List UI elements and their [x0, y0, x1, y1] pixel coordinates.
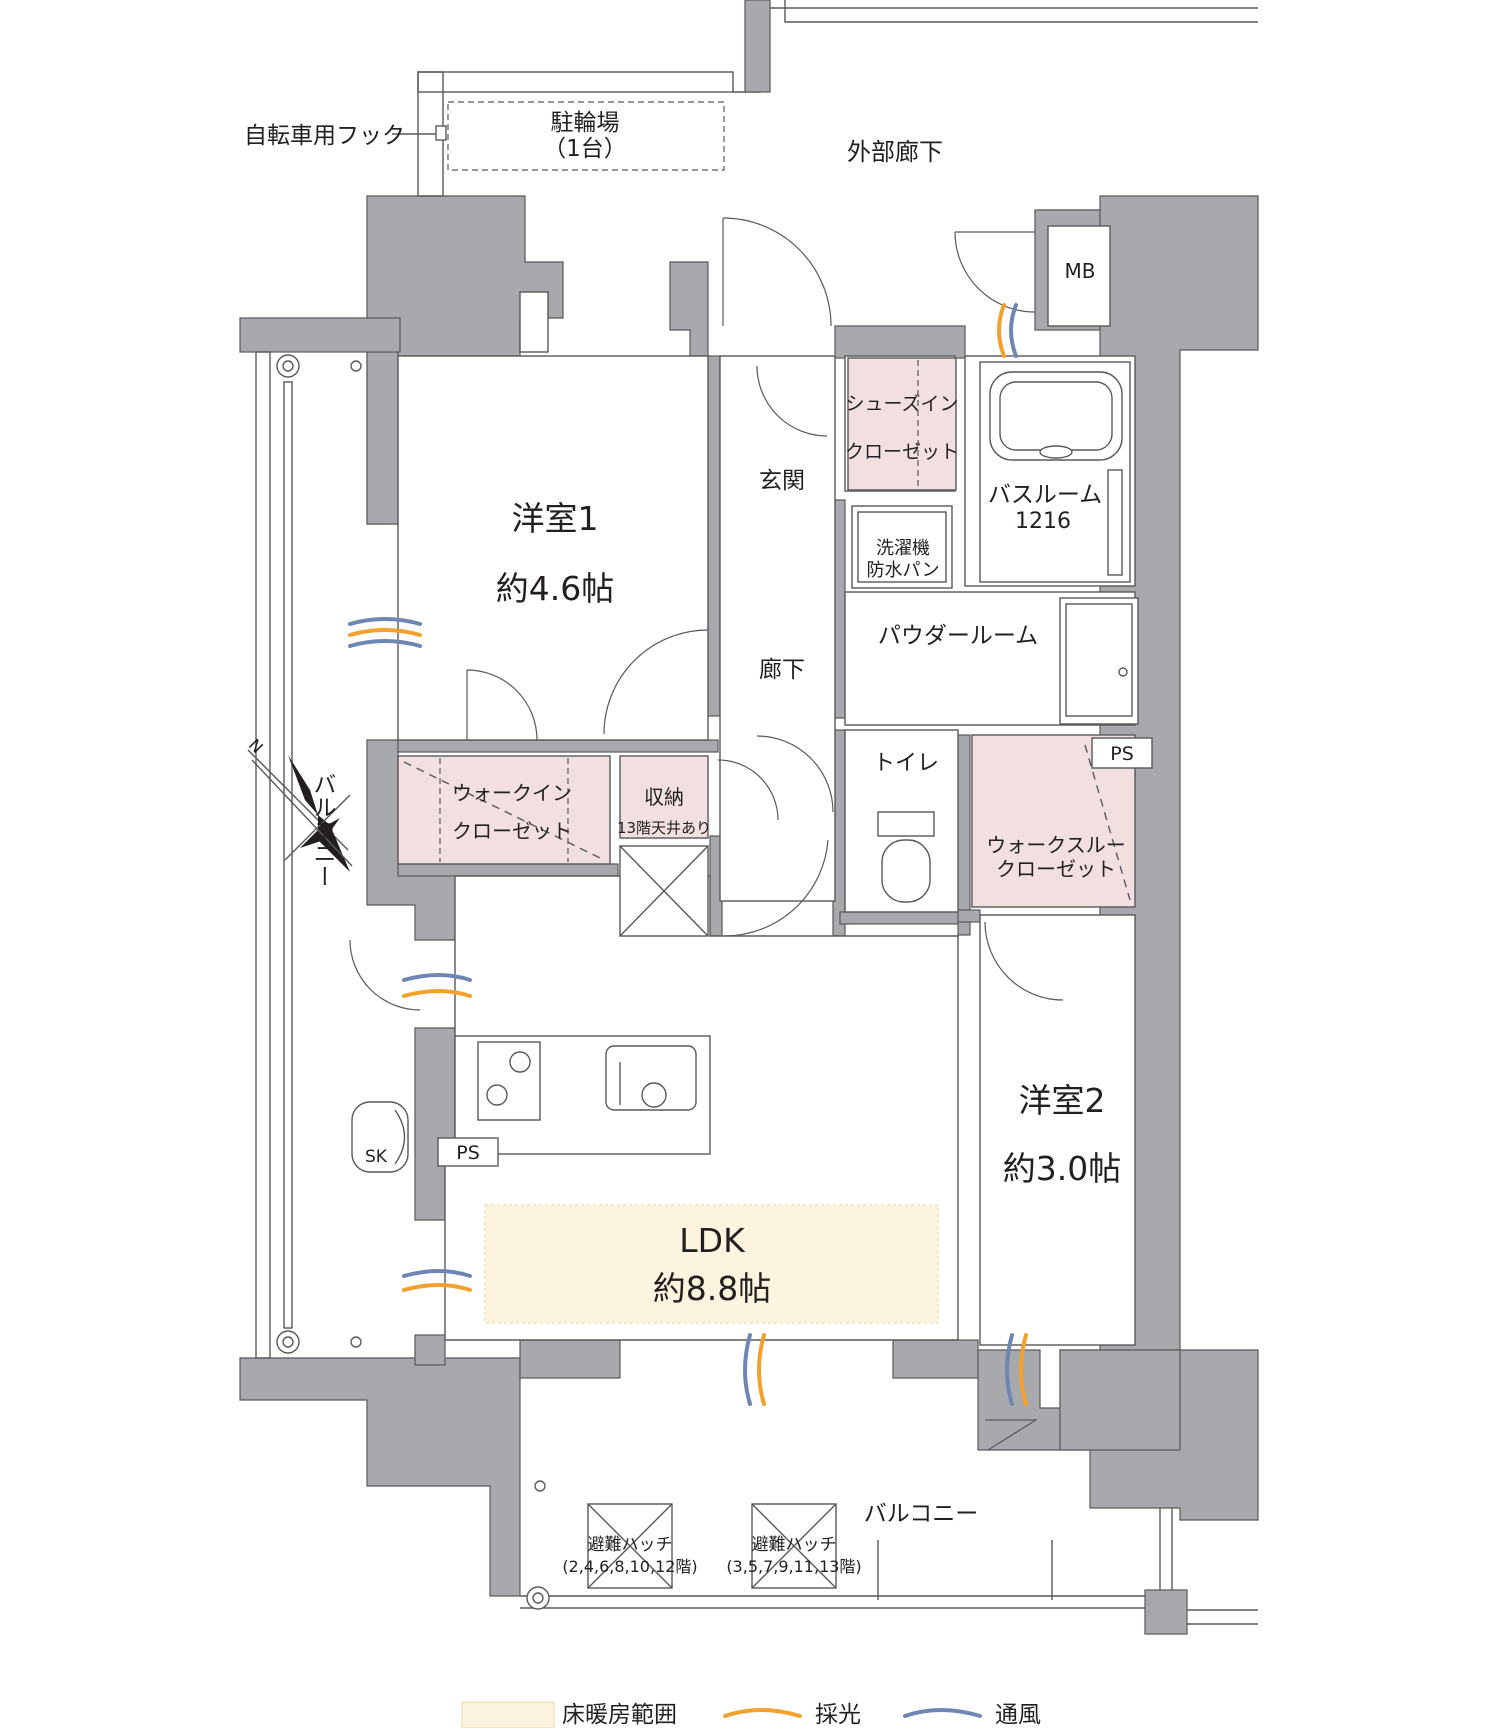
hatch1-name: 避難ハッチ	[588, 1535, 673, 1555]
room1-name: 洋室1	[512, 499, 599, 538]
ps-lower-label: PS	[456, 1142, 480, 1164]
north-label: N	[245, 735, 267, 757]
shoe-closet-label-1: シューズイン	[845, 393, 958, 415]
south-balcony-label: バルコニー	[864, 1501, 979, 1527]
bath-size-label: 1216	[1015, 509, 1071, 534]
walkthrough-label-1: ウォークスルー	[986, 833, 1125, 857]
storage-label: 収納	[644, 785, 684, 809]
legend: 床暖房範囲 採光 通風	[461, 1701, 1041, 1728]
closets	[397, 357, 1136, 908]
room2-size: 約3.0帖	[1003, 1149, 1121, 1188]
hatch2-name: 避難ハッチ	[752, 1535, 837, 1555]
hatch1-floors: (2,4,6,8,10,12階)	[562, 1557, 697, 1576]
legend-wind-swatch	[903, 1708, 982, 1718]
bicycle-hook-label: 自転車用フック	[244, 123, 405, 149]
upper-corridor	[392, 0, 1258, 197]
washer-label-1: 洗濯機	[876, 538, 930, 559]
walls	[239, 195, 1259, 1635]
legend-floor-heating-swatch	[461, 1701, 555, 1728]
ldk-name: LDK	[679, 1221, 746, 1260]
south-balcony	[520, 1480, 1258, 1625]
toilet-label: トイレ	[873, 751, 939, 776]
ldk-size: 約8.8帖	[653, 1269, 771, 1308]
floor-heating-zone	[484, 1204, 939, 1324]
walkin-label-1: ウォークイン	[452, 781, 572, 805]
room2-name: 洋室2	[1019, 1081, 1106, 1120]
doors	[349, 217, 1064, 1451]
powder-room-label: パウダールーム	[878, 623, 1038, 649]
ps-upper-label: PS	[1110, 743, 1134, 765]
room1-size: 約4.6帖	[496, 569, 614, 608]
legend-light-label: 採光	[815, 1702, 861, 1728]
airflow-marks	[348, 303, 1028, 1406]
walkthrough-label-2: クローゼット	[996, 857, 1116, 881]
hallway-label: 廊下	[759, 657, 805, 683]
west-balcony	[255, 351, 409, 1359]
sk-label: SK	[365, 1147, 388, 1167]
west-balcony-label: バルコニー	[309, 773, 336, 888]
labels: 自転車用フック 駐輪場 （1台） 外部廊下 MB 洋室1 約4.6帖 玄関 シュ…	[244, 110, 1134, 1576]
hatch2-floors: (3,5,7,9,11,13階)	[726, 1557, 861, 1576]
entrance-label: 玄関	[759, 468, 805, 494]
legend-floor-heating-label: 床暖房範囲	[562, 1702, 677, 1728]
mb-label: MB	[1065, 259, 1096, 283]
fixtures	[437, 225, 1153, 1167]
parking-count-label: （1台）	[543, 136, 627, 162]
outer-corridor-label: 外部廊下	[847, 138, 943, 166]
legend-light-swatch	[723, 1708, 802, 1718]
storage-note-label: 13階天井あり	[617, 819, 711, 837]
washer-label-2: 防水パン	[867, 560, 940, 581]
legend-wind-label: 通風	[995, 1702, 1041, 1728]
shoe-closet-label-2: クローゼット	[845, 441, 959, 463]
bathroom-label: バスルーム	[988, 482, 1102, 508]
parking-label: 駐輪場	[551, 110, 620, 136]
walkin-label-2: クローゼット	[452, 819, 572, 843]
compass-icon	[247, 749, 353, 872]
